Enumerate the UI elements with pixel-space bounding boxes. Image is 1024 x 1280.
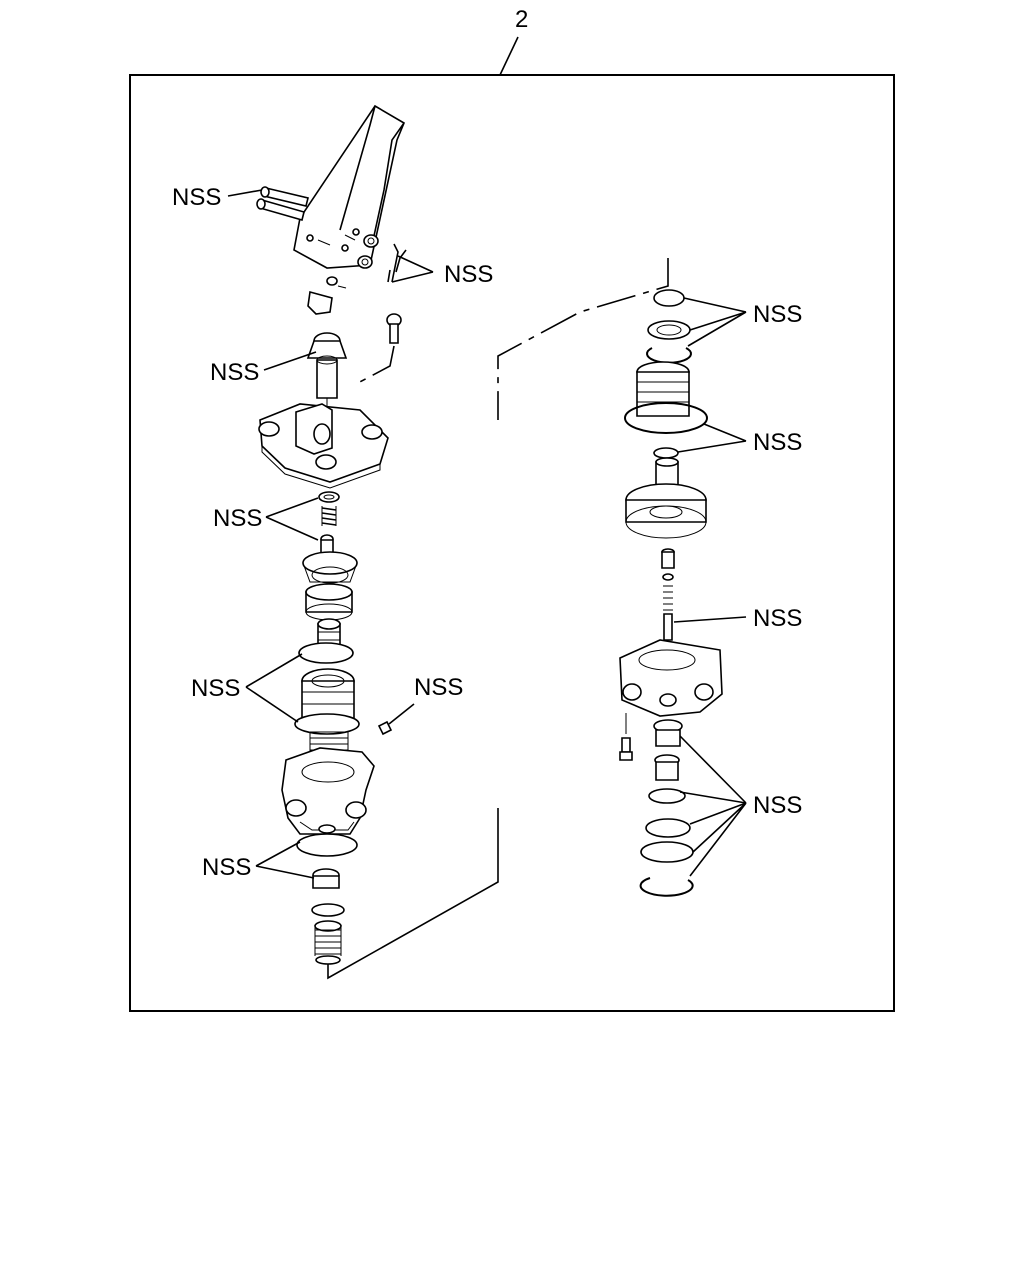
exhaust-spring [314,920,342,965]
pedal-washers [357,234,379,269]
leader-pedal-pins [227,189,263,197]
callout-leader [499,36,519,76]
right-piston [636,361,690,417]
top-disc [653,289,685,307]
lower-spring [309,731,349,752]
label-clevis-pins: NSS [444,261,493,288]
leader-plunger-boot [263,351,317,371]
upper-piston [305,583,353,621]
label-square-nut: NSS [414,674,463,701]
lower-oring [296,833,358,857]
leader-square-nut [388,703,415,725]
right-bolt [619,713,633,761]
leader-clevis-pins [391,255,434,283]
lower-seal [312,868,340,889]
valve-body [281,747,375,835]
right-small-oring [653,447,679,459]
square-nut [377,720,393,736]
label-lower-seals-left: NSS [202,854,251,881]
right-link-line [497,258,669,420]
right-piston-disk [625,483,707,539]
right-big-oring [624,402,708,434]
top-snap-ring [646,347,692,364]
boot-dash [355,345,395,385]
leader-right-bottom-seals [679,735,747,877]
spring-seat [302,551,358,584]
label-spring-seat-upper: NSS [213,505,262,532]
upper-retainer [318,491,340,503]
leader-spring-seat-upper [265,497,319,541]
lower-retainer [311,903,345,917]
label-plunger-boot: NSS [210,359,259,386]
roller [307,276,347,315]
leader-right-top-seals [683,297,747,347]
small-spring [321,506,337,526]
plunger [306,332,348,399]
mounting-plate [258,403,389,489]
label-pedal-pins: NSS [172,184,221,211]
diagram-frame [129,74,895,1012]
valve-stem [661,548,675,641]
small-pin [320,534,334,555]
pedal [293,104,406,269]
label-right-oring: NSS [753,429,802,456]
label-upper-seals: NSS [191,675,240,702]
leader-right-stem [673,616,747,623]
assembly-link [327,808,499,980]
label-right-top-seals: NSS [753,301,802,328]
label-right-bottom-seals: NSS [753,792,802,819]
cap-screw [386,313,402,344]
upper-oring [298,642,354,664]
leader-right-oring [677,423,747,453]
leader-upper-seals [245,653,303,723]
label-right-stem: NSS [753,605,802,632]
clevis-pins [387,243,407,283]
top-seal [647,320,691,340]
right-housing [619,639,723,717]
leader-lower-seals-left [255,841,315,879]
relay-piston [294,668,360,735]
pedal-pins [256,186,309,221]
callout-number: 2 [515,6,528,33]
right-lower-stack [639,719,694,897]
